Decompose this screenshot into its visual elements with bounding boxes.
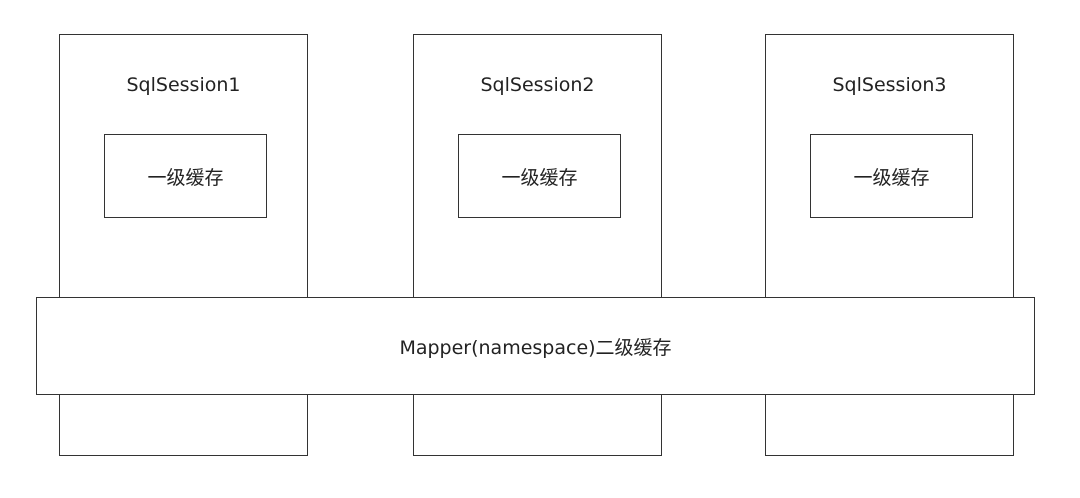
mapper-second-level-cache-label: Mapper(namespace)二级缓存 bbox=[399, 336, 672, 359]
sql-session-1-first-level-cache: 一级缓存 bbox=[104, 134, 267, 218]
sql-session-3-first-level-cache: 一级缓存 bbox=[810, 134, 973, 218]
mapper-second-level-cache-box: Mapper(namespace)二级缓存 bbox=[36, 297, 1035, 395]
sql-session-3-title: SqlSession3 bbox=[832, 74, 947, 96]
sql-session-1-title: SqlSession1 bbox=[126, 74, 241, 96]
sql-session-2-first-level-cache: 一级缓存 bbox=[458, 134, 621, 218]
first-level-cache-label: 一级缓存 bbox=[853, 166, 930, 189]
sql-session-2-title: SqlSession2 bbox=[480, 74, 595, 96]
first-level-cache-label: 一级缓存 bbox=[501, 166, 578, 189]
first-level-cache-label: 一级缓存 bbox=[147, 166, 224, 189]
